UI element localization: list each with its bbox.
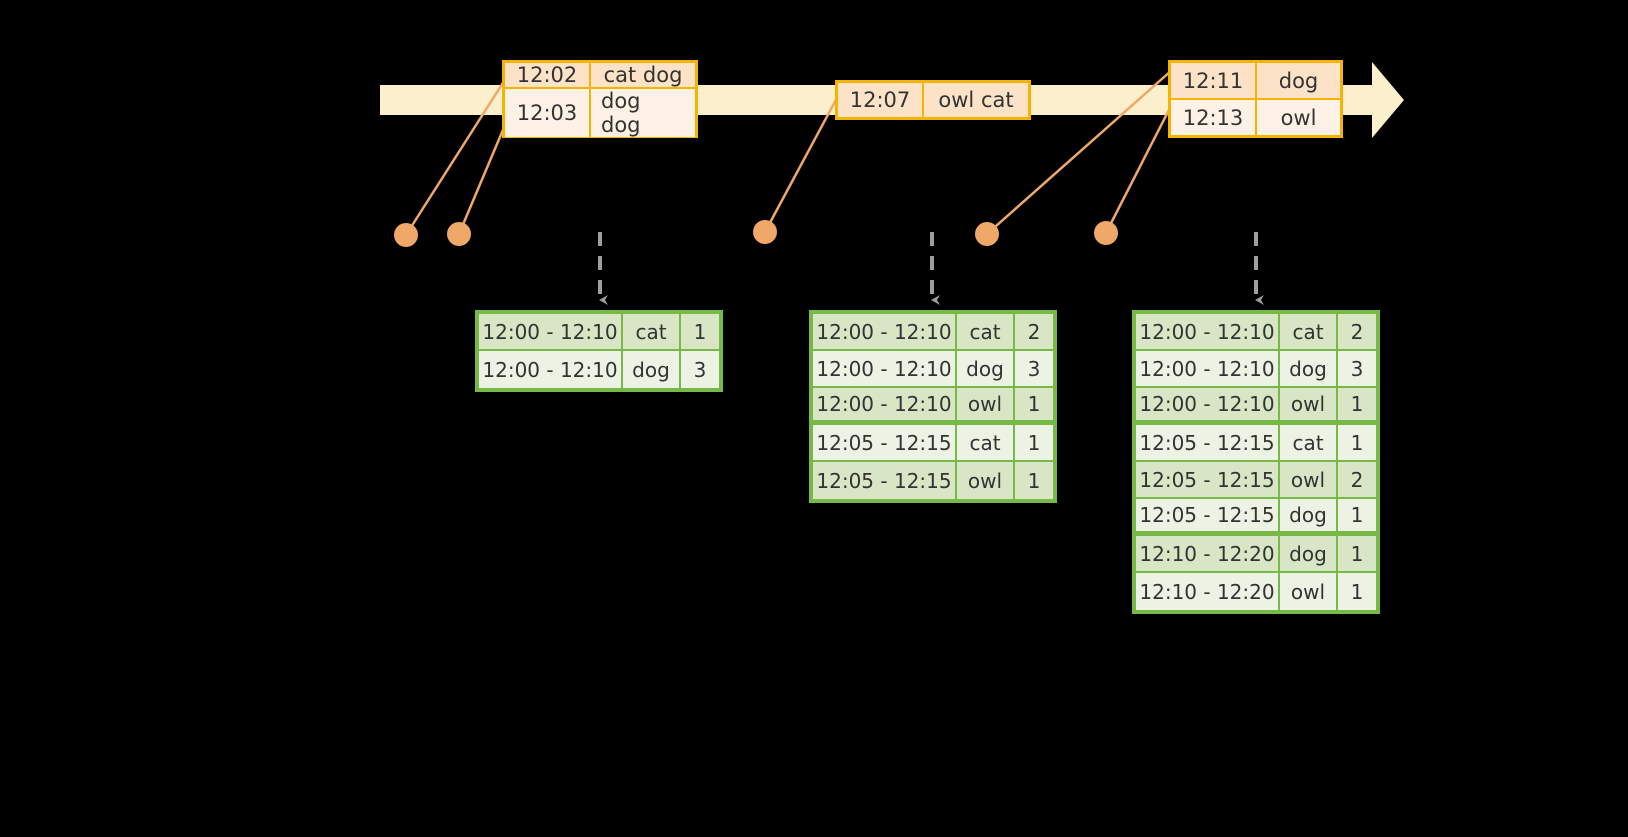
event-timestamp: 12:02 — [505, 63, 591, 87]
cell-key: cat — [957, 425, 1015, 460]
cell-window: 12:05 - 12:15 — [813, 425, 957, 460]
cell-count: 1 — [1027, 392, 1041, 416]
cell-count: 1 — [1027, 430, 1041, 455]
cell-key: owl — [957, 388, 1015, 420]
event-box: 12:07 owl cat — [835, 80, 1031, 120]
event-timestamp: 12:11 — [1171, 63, 1257, 98]
cell-count: 3 — [1027, 356, 1041, 381]
cell-count: 1 — [1350, 392, 1364, 416]
cell-window: 12:05 - 12:15 — [1136, 462, 1280, 497]
cell-window: 12:05 - 12:15 — [1136, 499, 1280, 531]
cell-key: dog — [1280, 351, 1338, 386]
cell-count: 1 — [1350, 503, 1364, 527]
stream-dot-5 — [1094, 221, 1118, 245]
event-row: 12:07 owl cat — [838, 83, 1028, 117]
cell-window: 12:00 - 12:10 — [479, 351, 623, 388]
cell-key: owl — [957, 462, 1015, 499]
cell-window: 12:00 - 12:10 — [1136, 314, 1280, 349]
cell-key: dog — [957, 351, 1015, 386]
cell-count: 1 — [693, 319, 707, 344]
cell-key: cat — [1280, 425, 1338, 460]
event-payload: owl cat — [938, 88, 1014, 112]
cell-count: 3 — [1350, 356, 1364, 381]
cell-key: cat — [1280, 314, 1338, 349]
connector-3 — [763, 95, 840, 233]
cell-key: owl — [1280, 388, 1338, 420]
cell-key: dog — [623, 351, 681, 388]
cell-key: cat — [957, 314, 1015, 349]
cell-window: 12:05 - 12:15 — [1136, 425, 1280, 460]
event-box: 12:11 dog 12:13 owl — [1168, 60, 1343, 138]
stream-dot-4 — [975, 222, 999, 246]
event-payload: dog — [1278, 68, 1319, 93]
cell-key: cat — [623, 314, 681, 349]
cell-key: dog — [1280, 536, 1338, 571]
cell-window: 12:00 - 12:10 — [813, 314, 957, 349]
cell-window: 12:00 - 12:10 — [1136, 351, 1280, 386]
connector-4 — [986, 69, 1173, 235]
cell-count: 1 — [1027, 468, 1041, 493]
cell-count: 1 — [1350, 430, 1364, 455]
cell-count: 3 — [693, 357, 707, 382]
cell-window: 12:05 - 12:15 — [813, 462, 957, 499]
cell-window: 12:00 - 12:10 — [479, 314, 623, 349]
cell-window: 12:10 - 12:20 — [1136, 573, 1280, 610]
cell-window: 12:10 - 12:20 — [1136, 536, 1280, 571]
connector-1 — [404, 77, 508, 236]
cell-key: owl — [1280, 462, 1338, 497]
cell-window: 12:00 - 12:10 — [813, 351, 957, 386]
cell-window: 12:00 - 12:10 — [813, 388, 957, 420]
event-row: 12:11 dog — [1171, 63, 1340, 98]
cell-key: owl — [1280, 573, 1338, 610]
event-timestamp: 12:13 — [1171, 100, 1257, 135]
cell-key: dog — [1280, 499, 1338, 531]
cell-count: 1 — [1350, 541, 1364, 566]
event-row: 12:13 owl — [1171, 98, 1340, 135]
stream-dot-1 — [394, 223, 418, 247]
connector-lines — [404, 69, 1174, 236]
stream-dot-2 — [447, 222, 471, 246]
event-timestamp: 12:03 — [505, 89, 591, 137]
stream-dots — [394, 220, 1118, 247]
event-payload: cat dog — [603, 63, 683, 87]
event-payload: owl — [1280, 105, 1317, 130]
cell-window: 12:00 - 12:10 — [1136, 388, 1280, 420]
connector-5 — [1104, 103, 1174, 234]
emit-arrows — [598, 232, 1264, 305]
cell-count: 1 — [1350, 579, 1364, 604]
event-timestamp: 12:07 — [838, 83, 924, 117]
event-payload: dog dog — [601, 89, 641, 137]
cell-count: 2 — [1027, 319, 1041, 344]
connector-2 — [457, 117, 510, 235]
cell-count: 2 — [1350, 467, 1364, 492]
stream-dot-3 — [753, 220, 777, 244]
event-row: 12:02 cat dog — [505, 63, 695, 87]
cell-count: 2 — [1350, 319, 1364, 344]
